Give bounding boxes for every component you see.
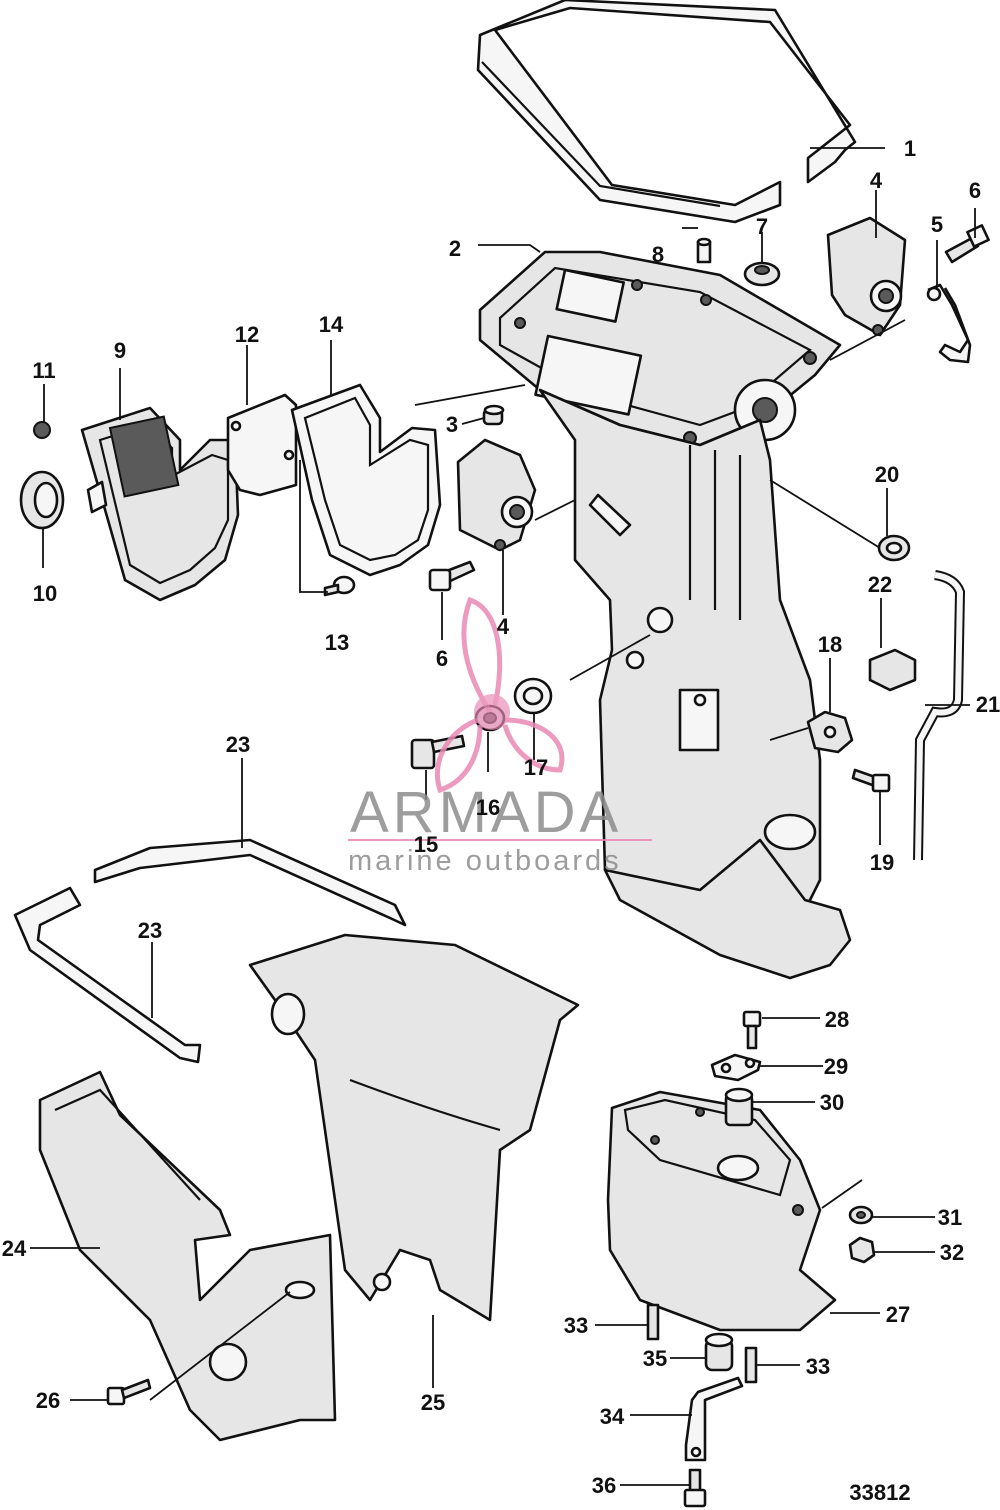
part-12-gasket [226,393,298,497]
callout-11: 11 [32,358,55,383]
callout-20: 20 [875,462,899,487]
part-17-washer [513,677,553,715]
callout-34: 34 [600,1404,625,1429]
callout-30: 30 [820,1090,844,1115]
part-8-dowel-pin [696,237,712,264]
part-27-lower-housing [606,1090,837,1332]
part-7-grommet [743,261,781,287]
callout-9: 9 [114,338,126,363]
part-28-screw [742,1010,762,1050]
callout-6-upper: 6 [969,178,981,203]
callout-23-lower: 23 [138,918,162,943]
part-25-cowl-right [248,933,580,1322]
leader-lines [30,147,976,1486]
callout-7: 7 [756,214,768,239]
part-19-screw [851,768,891,793]
callout-16: 16 [476,795,500,820]
callout-23-upper: 23 [226,732,250,757]
part-21-tube [913,570,966,861]
part-11-screw [33,421,51,439]
part-4-mount-upper [826,216,907,337]
callout-22: 22 [868,572,892,597]
callout-21: 21 [976,692,1000,717]
watermark-tagline: marine outboards [348,845,622,877]
callout-28: 28 [825,1007,849,1032]
callout-1: 2 [449,236,461,261]
callout-13: 13 [325,630,349,655]
callout-8: 8 [652,242,664,267]
callout-25: 25 [421,1390,445,1415]
propeller-logo [434,596,565,794]
part-13-screw [323,575,356,597]
part-31-washer [848,1205,874,1225]
part-6-screw-middle [428,560,476,592]
part-35-grommet [704,1332,734,1372]
callout-32: 32 [940,1240,964,1265]
callout-12: 12 [235,322,259,347]
part-34-bracket [684,1376,744,1462]
callout-2: 3 [446,412,458,437]
callout-17: 17 [524,755,548,780]
watermark: ARMADA marine outboards [348,596,652,877]
callout-15: 15 [414,832,438,857]
callout-4-middle: 4 [497,614,510,639]
callout-5: 5 [931,212,943,237]
part-23-seal-upper [93,838,407,927]
callout-33-right: 33 [806,1354,830,1379]
part-30-bushing [724,1087,754,1127]
figure-number: 33812 [849,1480,910,1505]
callout-labels: 1 2 3 4 4 5 6 6 7 8 9 10 11 12 13 14 15 … [2,136,1000,1505]
propeller-hub [474,694,510,730]
part-4-mount-middle [456,438,537,552]
callout-27: 27 [886,1302,910,1327]
part-5-bracket [926,283,972,364]
part-24-cowl-left [38,1070,337,1442]
callout-35: 35 [643,1346,667,1371]
callout-14: 14 [319,312,344,337]
part-29-plate [710,1053,762,1082]
callout-29: 29 [824,1054,848,1079]
callout-19: 19 [870,850,894,875]
part-32-nut [848,1236,876,1264]
callout-24: 24 [2,1236,27,1261]
callout-26: 26 [36,1388,60,1413]
callout-4-upper: 4 [870,168,883,193]
part-2-plug [482,404,505,426]
part-26-screw [106,1378,152,1406]
part-6-screw-upper [944,224,990,264]
callout-3: 1 [904,136,916,161]
part-10-grommet [19,470,65,530]
part-1-driveshaft-housing [478,250,852,980]
part-18-clamp [806,710,854,754]
callout-6-middle: 6 [436,646,448,671]
part-33-stud-left [646,1303,660,1341]
callout-36: 36 [592,1473,616,1498]
part-20-grommet [877,534,911,562]
watermark-brand: ARMADA [350,780,622,845]
part-3-seal [476,0,857,224]
part-22-grommet [868,648,917,692]
callout-33-left: 33 [564,1313,588,1338]
part-9-cover [80,406,240,602]
callout-10: 10 [33,581,57,606]
part-36-screw [683,1468,707,1508]
part-23-seal-lower [13,886,202,1064]
callout-18: 18 [818,632,842,657]
part-33-stud-right [744,1346,758,1384]
part-14-gasket [290,383,442,577]
callout-31: 31 [938,1205,962,1230]
